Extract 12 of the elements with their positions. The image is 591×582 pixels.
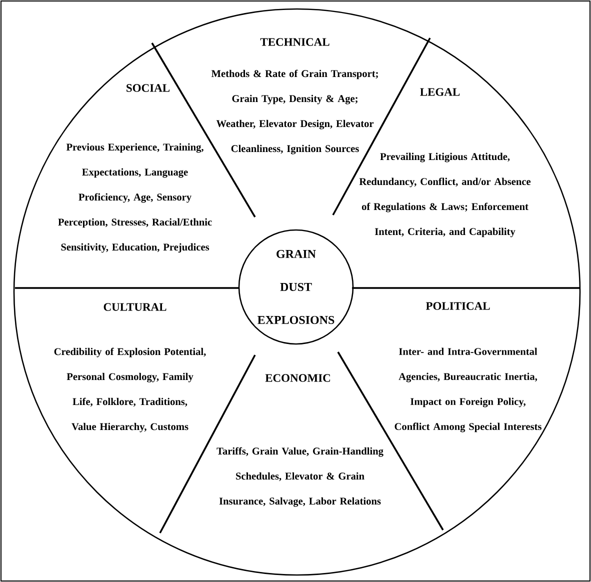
sector-heading: CULTURAL bbox=[104, 303, 166, 311]
sector-heading: SOCIAL bbox=[126, 84, 170, 92]
sector-heading: ECONOMIC bbox=[265, 374, 330, 382]
sector-text: Credibility of Explosion Potential, Personal Cosmology, Family Life, Folklore, Traditions, Value Hierarchy, Customs bbox=[54, 348, 206, 432]
sector-heading: POLITICAL bbox=[426, 302, 490, 310]
sector-text: Prevailing Litigious Attitude, Redundancy, Conflict, and/or Absence of Regulations & Laws; Enforcement Intent, Criteria, and Capability bbox=[359, 152, 531, 238]
sector-text: Inter- and Intra-Governmental Agencies, Bureaucratic Inertia, Impact on Foreign Policy, Conflict Among Special Interests bbox=[394, 348, 542, 432]
sector-text: Previous Experience, Training, Expectations, Language Proficiency, Age, Sensory Perception, Stresses, Racial/Ethnic Sensitivity, Education, Prejudices bbox=[58, 143, 212, 253]
sector-heading: LEGAL bbox=[420, 88, 460, 96]
sector-text: Methods & Rate of Grain Transport; Grain Type, Density & Age; Weather, Elevator Design, Elevator Cleanliness, Ignition Sources bbox=[211, 70, 378, 154]
sector-text: Tariffs, Grain Value, Grain-Handling Schedules, Elevator & Grain Insurance, Salvage, Labor Relations bbox=[216, 447, 384, 507]
sector-heading: TECHNICAL bbox=[260, 38, 330, 46]
